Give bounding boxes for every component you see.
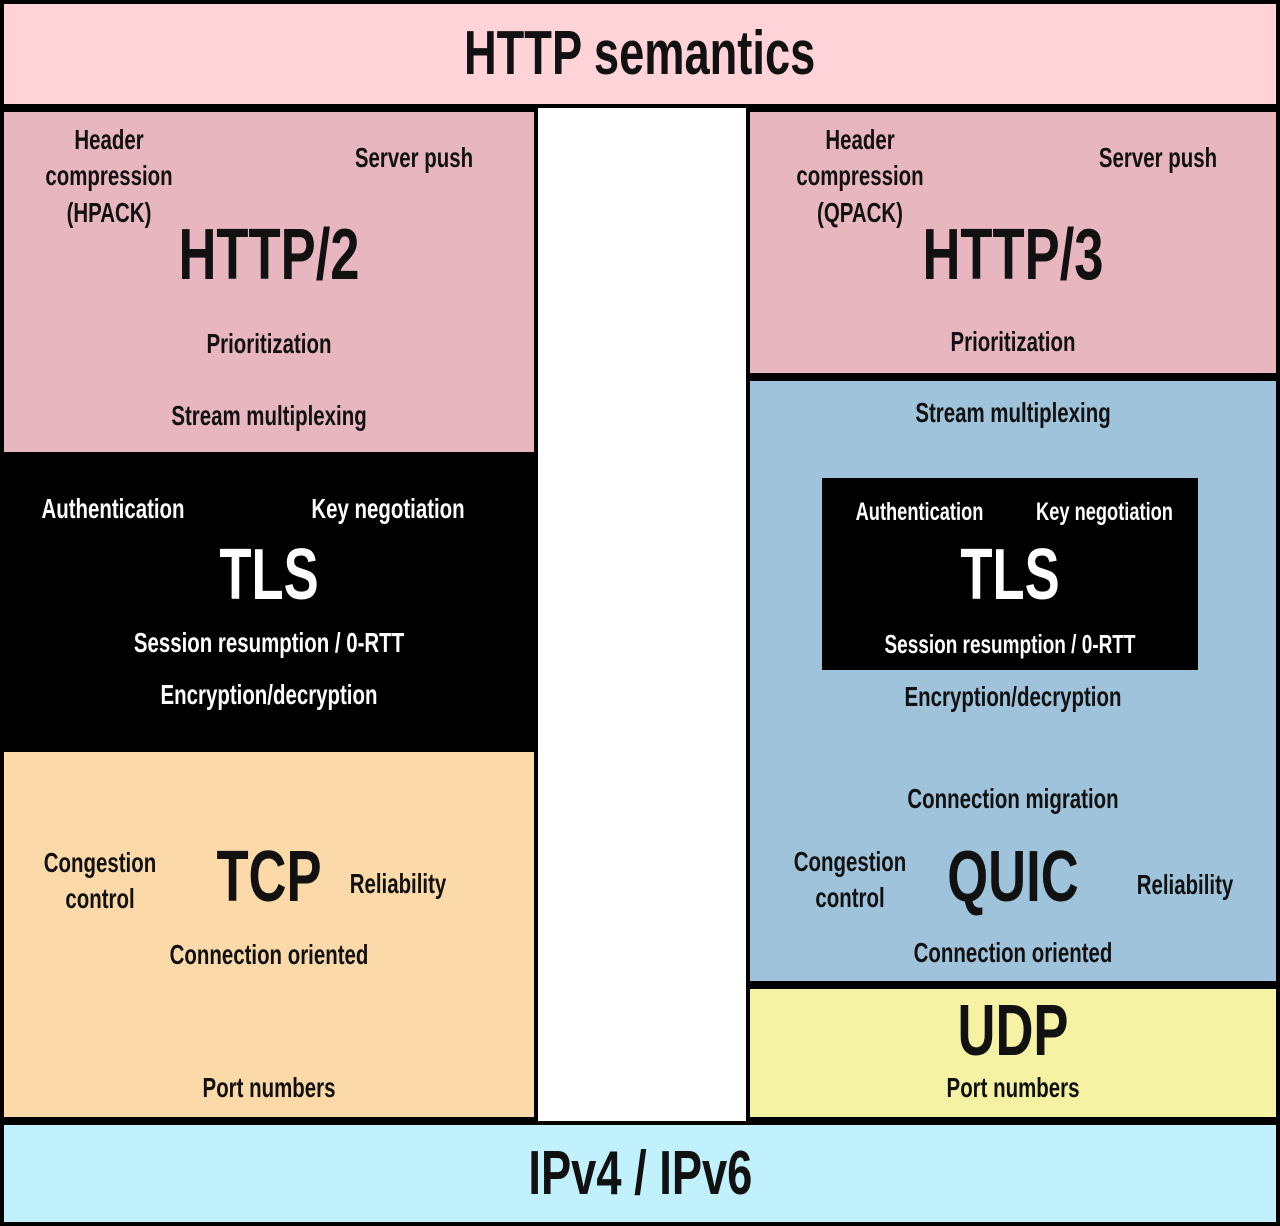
http2-server-push-label: Server push (354, 142, 474, 173)
http3-header-compression-label: Header compression (QPACK) (772, 122, 947, 231)
tls3-session-resumption-label: Session resumption / 0-RTT (884, 629, 1136, 659)
http2-codec-line: (HPACK) (66, 196, 152, 228)
tls2-key-negotiation-label: Key negotiation (311, 493, 465, 524)
http2-prioritization-label: Prioritization (206, 328, 332, 359)
http3-header-compression-line: Header compression (796, 124, 924, 192)
udp-block: UDP Port numbers (746, 985, 1280, 1121)
http2-header-compression-line: Header compression (45, 124, 173, 192)
tls2-encryption-label: Encryption/decryption (160, 679, 378, 710)
tls2-authentication-label: Authentication (41, 493, 185, 524)
tcp-port-numbers-label: Port numbers (202, 1072, 336, 1103)
quic-congestion-control-label: Congestion control (793, 846, 907, 914)
quic-encryption-label: Encryption/decryption (904, 681, 1122, 712)
quic-block: Stream multiplexing Authentication Key n… (746, 377, 1280, 985)
http-semantics-banner: HTTP semantics (0, 0, 1280, 108)
tls2-title: TLS (219, 535, 319, 615)
http3-codec-line: (QPACK) (817, 196, 903, 228)
quic-connection-migration-label: Connection migration (907, 783, 1119, 814)
quic-stream-multiplexing-label: Stream multiplexing (915, 397, 1111, 428)
tls-block-http2: Authentication Key negotiation TLS Sessi… (0, 456, 538, 748)
quic-reliability-label: Reliability (1136, 869, 1234, 900)
http2-title: HTTP/2 (178, 215, 360, 295)
ip-label: IPv4 / IPv6 (528, 1138, 752, 1208)
http3-block: Header compression (QPACK) Server push H… (746, 108, 1280, 377)
udp-port-numbers-label: Port numbers (946, 1072, 1080, 1103)
tcp-reliability-label: Reliability (349, 868, 447, 899)
quic-title: QUIC (947, 837, 1079, 917)
http3-server-push-label: Server push (1098, 142, 1218, 173)
tls3-title: TLS (960, 535, 1060, 615)
ip-banner: IPv4 / IPv6 (0, 1121, 1280, 1226)
http3-prioritization-label: Prioritization (950, 326, 1076, 357)
tcp-connection-oriented-label: Connection oriented (169, 939, 369, 970)
http2-stream-multiplexing-label: Stream multiplexing (171, 400, 367, 431)
http2-header-compression-label: Header compression (HPACK) (21, 122, 196, 231)
tcp-title: TCP (216, 837, 322, 917)
tls-box-http3: Authentication Key negotiation TLS Sessi… (822, 478, 1198, 670)
http2-block: Header compression (HPACK) Server push H… (0, 108, 538, 456)
http3-title: HTTP/3 (922, 215, 1104, 295)
tcp-block: Congestion control TCP Reliability Conne… (0, 748, 538, 1121)
tls3-authentication-label: Authentication (855, 498, 984, 526)
quic-connection-oriented-label: Connection oriented (913, 937, 1113, 968)
tcp-congestion-control-label: Congestion control (43, 847, 157, 915)
tls2-session-resumption-label: Session resumption / 0-RTT (133, 627, 405, 658)
tls3-key-negotiation-label: Key negotiation (1036, 498, 1173, 526)
http-semantics-label: HTTP semantics (464, 19, 816, 88)
udp-title: UDP (957, 991, 1069, 1071)
